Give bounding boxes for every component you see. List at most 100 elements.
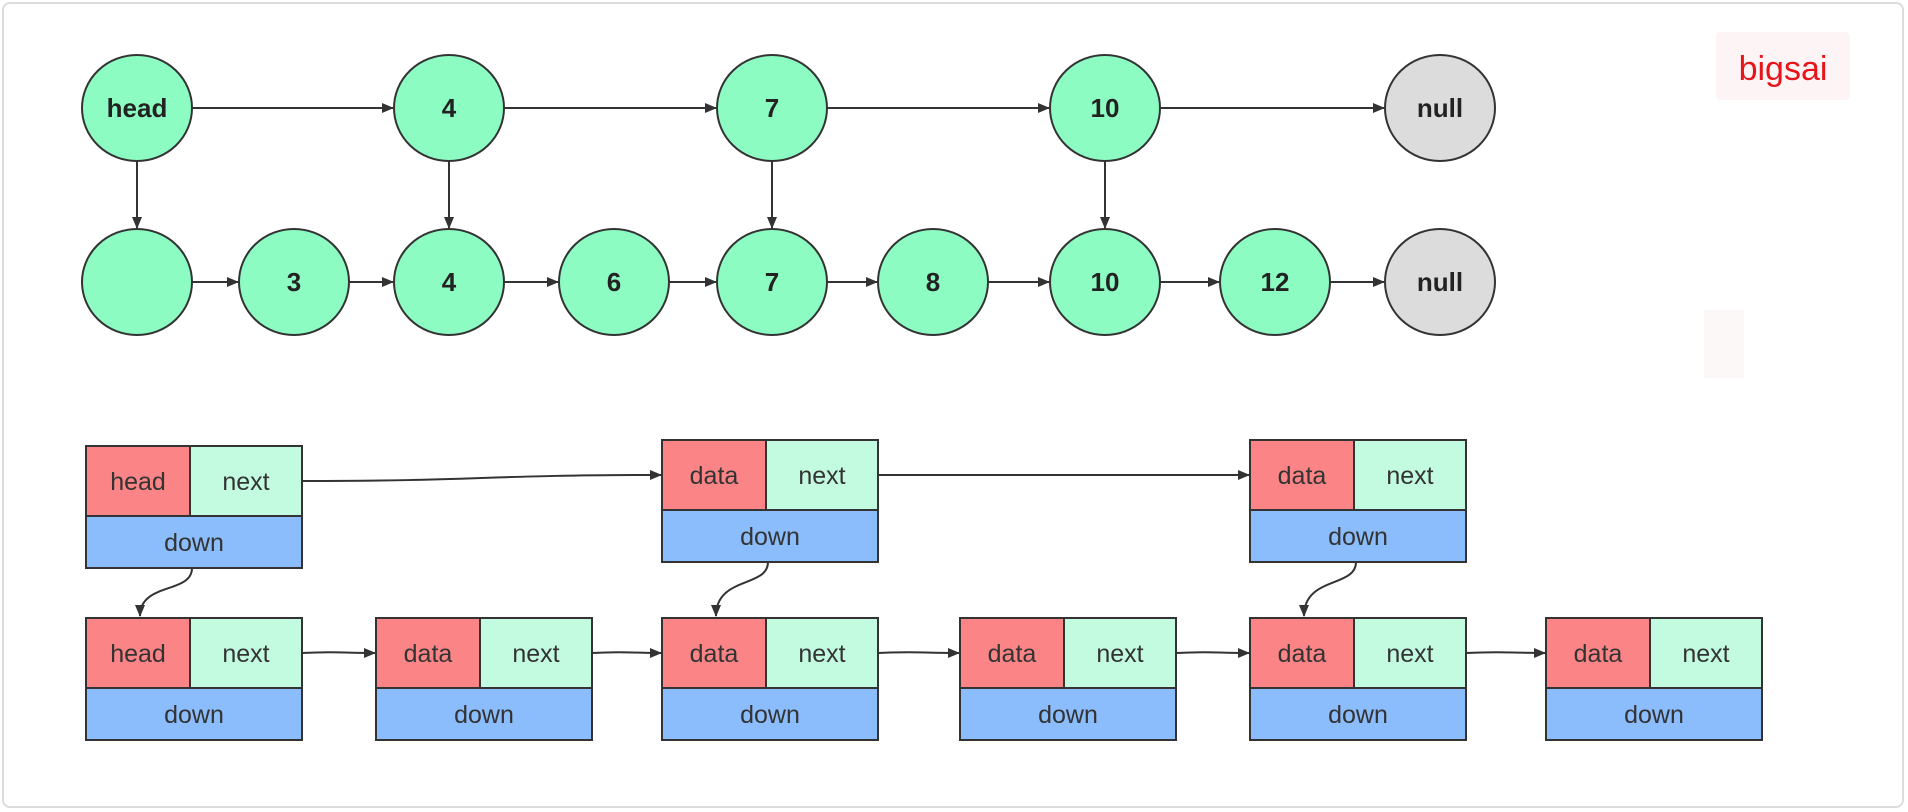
base-node-3-shape: [558, 228, 670, 336]
lower-node-2-down-cell: [661, 687, 879, 741]
lower-next-arrow-2: [877, 647, 960, 658]
lower-node-0-down-cell: [85, 687, 303, 741]
lower-node-2-left-cell: [661, 617, 767, 689]
lower-next-arrow-0: [301, 647, 376, 658]
lower-next-arrow-4: [1465, 647, 1546, 658]
lower-node-4-down-label: down: [1328, 701, 1388, 729]
lower-next-arrow-3: [1175, 647, 1250, 658]
watermark: bigsai: [1716, 32, 1850, 100]
lower-node-3: data next down: [959, 617, 1177, 741]
lower-node-0-next-cell: [189, 617, 303, 689]
base-node-2-label: 4: [442, 267, 457, 297]
down-pointer-arrow-1: [711, 561, 769, 617]
base-node-2-shape: [393, 228, 505, 336]
upper-node-2-down-label: down: [1328, 523, 1388, 551]
lower-node-3-left-cell: [959, 617, 1065, 689]
base-node-3: 6: [558, 228, 670, 336]
lower-node-4-next-label: next: [1386, 640, 1433, 668]
lower-node-3-left-label: data: [988, 640, 1037, 668]
base-node-3-label: 6: [607, 267, 621, 297]
lower-node-5-left-label: data: [1574, 640, 1623, 668]
index-node-2-label: 7: [765, 93, 779, 123]
base-node-8-shape: [1384, 228, 1496, 336]
index-node-1: 4: [393, 54, 505, 162]
lower-node-1-next-cell: [479, 617, 593, 689]
upper-node-2-left-label: data: [1278, 462, 1327, 490]
base-node-6-label: 10: [1091, 267, 1120, 297]
lower-node-1-down-cell: [375, 687, 593, 741]
lower-node-4-next-cell: [1353, 617, 1467, 689]
upper-node-1-left-label: data: [690, 462, 739, 490]
upper-node-1-left-cell: [661, 439, 767, 511]
upper-node-1-down-cell: [661, 509, 879, 563]
lower-node-0-next-label: next: [222, 640, 269, 668]
lower-node-1-down-label: down: [454, 701, 514, 729]
base-node-2: 4: [393, 228, 505, 336]
base-node-6: 10: [1049, 228, 1161, 336]
upper-node-1-down-label: down: [740, 523, 800, 551]
lower-node-1-left-cell: [375, 617, 481, 689]
lower-node-3-down-cell: [959, 687, 1177, 741]
upper-node-2-left-cell: [1249, 439, 1355, 511]
index-node-3: 10: [1049, 54, 1161, 162]
base-node-7: 12: [1219, 228, 1331, 336]
down-pointer-arrow-0: [135, 567, 193, 617]
arrows-layer: [132, 103, 1546, 658]
index-node-2: 7: [716, 54, 828, 162]
upper-node-0-down-label: down: [164, 529, 224, 557]
watermark-text: bigsai: [1739, 50, 1828, 88]
upper-node-0-next-label: next: [222, 468, 269, 496]
lower-node-4: data next down: [1249, 617, 1467, 741]
lower-node-2-left-label: data: [690, 640, 739, 668]
lower-node-5-down-label: down: [1624, 701, 1684, 729]
index-node-0-shape: [81, 54, 193, 162]
base-node-1-label: 3: [287, 267, 301, 297]
base-node-7-shape: [1219, 228, 1331, 336]
base-node-1: 3: [238, 228, 350, 336]
base-node-6-shape: [1049, 228, 1161, 336]
lower-node-0-left-cell: [85, 617, 191, 689]
index-node-4-label: null: [1417, 93, 1463, 123]
base-node-7-label: 12: [1261, 267, 1290, 297]
upper-node-0-left-cell: [85, 445, 191, 517]
upper-node-1: data next down: [661, 439, 879, 563]
index-node-4-shape: [1384, 54, 1496, 162]
base-node-8-label: null: [1417, 267, 1463, 297]
lower-node-2-down-label: down: [740, 701, 800, 729]
upper-next-arrow-0: [301, 470, 662, 482]
index-node-3-label: 10: [1091, 93, 1120, 123]
base-node-8: null: [1384, 228, 1496, 336]
base-node-5-shape: [877, 228, 989, 336]
lower-node-3-down-label: down: [1038, 701, 1098, 729]
lower-node-5-next-cell: [1649, 617, 1763, 689]
lower-node-4-left-cell: [1249, 617, 1355, 689]
index-node-4: null: [1384, 54, 1496, 162]
upper-node-0-down-cell: [85, 515, 303, 569]
base-node-5: 8: [877, 228, 989, 336]
index-node-0-label: head: [107, 93, 168, 123]
lower-node-3-next-label: next: [1096, 640, 1143, 668]
base-node-5-label: 8: [926, 267, 940, 297]
index-node-2-shape: [716, 54, 828, 162]
upper-node-0-left-label: head: [110, 468, 166, 496]
lower-node-3-next-cell: [1063, 617, 1177, 689]
upper-node-2-down-cell: [1249, 509, 1467, 563]
index-node-1-shape: [393, 54, 505, 162]
faint-marker: [1704, 310, 1744, 378]
index-node-1-label: 4: [442, 93, 457, 123]
base-node-0-shape: [81, 228, 193, 336]
lower-node-4-left-label: data: [1278, 640, 1327, 668]
lower-next-arrow-1: [591, 647, 662, 658]
upper-node-1-next-label: next: [798, 462, 845, 490]
index-node-0: head: [81, 54, 193, 162]
lower-node-4-down-cell: [1249, 687, 1467, 741]
down-pointer-arrow-2: [1299, 561, 1357, 617]
upper-node-0-next-cell: [189, 445, 303, 517]
